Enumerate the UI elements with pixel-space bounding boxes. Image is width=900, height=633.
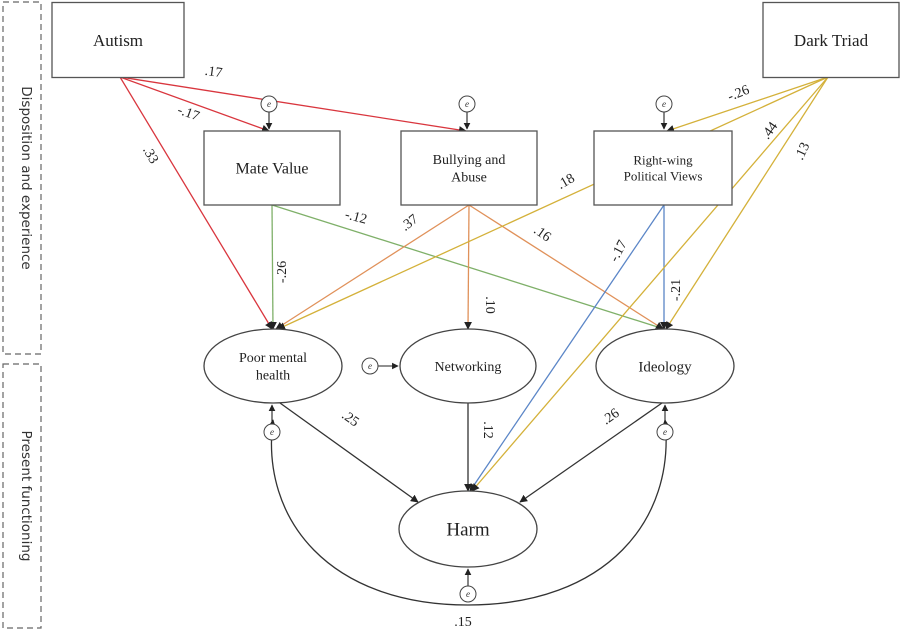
error-terms: e e e e e e e bbox=[260, 95, 674, 603]
node-label: health bbox=[256, 369, 290, 384]
error-circle bbox=[459, 585, 477, 603]
group-frame-disposition bbox=[2, 1, 42, 355]
coef-bullying-to-poor_mental_health: .37 bbox=[398, 212, 421, 235]
node-label: Harm bbox=[446, 520, 489, 541]
covariance-arc bbox=[268, 419, 670, 606]
error-symbol: e bbox=[663, 427, 667, 437]
observed-variable-box bbox=[762, 1, 900, 79]
node-mate-value: Mate Value bbox=[203, 130, 341, 206]
path-dark_triad-to-ideology bbox=[665, 76, 829, 330]
path-dark_triad-to-poor_mental_health bbox=[277, 76, 829, 330]
observed-variable-box bbox=[203, 130, 341, 206]
error-term-bullying: e bbox=[458, 95, 476, 130]
node-autism: Autism bbox=[51, 1, 185, 79]
coef-right_wing-to-harm: -.17 bbox=[607, 238, 631, 265]
coef-autism-to-mate_value: -.17 bbox=[175, 103, 201, 125]
coef-ideology-to-harm: .26 bbox=[600, 406, 623, 428]
coef-dark_triad-to-harm: .44 bbox=[759, 120, 781, 143]
coef-bullying-to-ideology: .16 bbox=[531, 223, 554, 245]
node-label: Autism bbox=[93, 31, 143, 50]
error-term-poor-mental-health: e bbox=[263, 404, 281, 441]
group-present: Present functioning bbox=[2, 363, 42, 629]
error-term-mate-value: e bbox=[260, 95, 278, 130]
coef-right_wing-to-ideology: -.21 bbox=[669, 279, 684, 301]
path-bullying-to-ideology bbox=[468, 204, 664, 330]
node-label: Networking bbox=[435, 360, 502, 375]
path-bullying-to-poor_mental_health bbox=[275, 204, 470, 330]
node-label: Ideology bbox=[638, 359, 692, 375]
node-label: Bullying and bbox=[433, 153, 506, 168]
error-term-harm: e bbox=[459, 568, 477, 603]
coef-dark_triad-to-poor_mental_health: .18 bbox=[555, 171, 578, 193]
error-term-ideology: e bbox=[656, 404, 674, 441]
node-label: Political Views bbox=[624, 169, 703, 184]
node-ideology: Ideology bbox=[595, 328, 735, 404]
covariance-coef: .15 bbox=[454, 615, 472, 630]
error-symbol: e bbox=[270, 427, 274, 437]
node-label: Mate Value bbox=[235, 161, 308, 178]
group-frame-present bbox=[2, 363, 42, 629]
coef-dark_triad-to-ideology: .13 bbox=[792, 140, 813, 162]
path-autism-to-poor_mental_health bbox=[119, 76, 273, 330]
path-mate_value-to-poor_mental_health bbox=[269, 204, 277, 330]
error-circle bbox=[260, 95, 278, 113]
node-poor-mental-health: Poor mental health bbox=[203, 328, 343, 404]
coef-networking-to-harm: .12 bbox=[480, 421, 495, 439]
group-label-present: Present functioning bbox=[18, 431, 34, 562]
path-ideology-to-harm bbox=[519, 402, 663, 503]
edges bbox=[119, 76, 829, 606]
latent-variable-ellipse bbox=[398, 490, 538, 568]
error-term-right-wing: e bbox=[655, 95, 673, 130]
coef-bullying-to-networking: .10 bbox=[482, 296, 497, 314]
error-term-networking: e bbox=[361, 357, 399, 375]
coef-dark_triad-to-right_wing: -.26 bbox=[726, 83, 752, 105]
group-disposition: Disposition and experience bbox=[2, 1, 42, 355]
error-circle bbox=[656, 423, 674, 441]
latent-variable-ellipse bbox=[203, 328, 343, 404]
node-label: Poor mental bbox=[239, 351, 307, 366]
coef-mate_value-to-ideology: -.12 bbox=[343, 208, 368, 228]
node-label: Right-wing bbox=[633, 152, 693, 167]
coef-mate_value-to-poor_mental_health: -.26 bbox=[275, 261, 290, 283]
coef-autism-to-bullying: .17 bbox=[204, 64, 223, 81]
latent-variable-ellipse bbox=[595, 328, 735, 404]
path-autism-to-mate_value bbox=[119, 76, 270, 133]
error-symbol: e bbox=[368, 361, 372, 371]
node-dark-triad: Dark Triad bbox=[762, 1, 900, 79]
node-label: Dark Triad bbox=[794, 31, 869, 50]
error-circle bbox=[361, 357, 379, 375]
group-label-disposition: Disposition and experience bbox=[18, 86, 34, 269]
node-networking: Networking bbox=[399, 328, 537, 404]
error-symbol: e bbox=[662, 99, 666, 109]
error-circle bbox=[655, 95, 673, 113]
error-symbol: e bbox=[267, 99, 271, 109]
observed-variable-box bbox=[593, 130, 733, 206]
path-right_wing-to-harm bbox=[469, 204, 665, 492]
error-circle bbox=[263, 423, 281, 441]
node-label: Abuse bbox=[451, 171, 487, 186]
node-harm: Harm bbox=[398, 490, 538, 568]
path-bullying-to-networking bbox=[464, 204, 472, 330]
observed-variable-box bbox=[400, 130, 538, 206]
error-symbol: e bbox=[465, 99, 469, 109]
path-dark_triad-to-right_wing bbox=[666, 76, 829, 133]
observed-variable-box bbox=[51, 1, 185, 79]
coef-poor_mental_health-to-harm: .25 bbox=[339, 408, 362, 430]
path-autism-to-bullying bbox=[119, 76, 467, 134]
latent-variable-ellipse bbox=[399, 328, 537, 404]
error-circle bbox=[458, 95, 476, 113]
coef-autism-to-poor_mental_health: .33 bbox=[139, 144, 161, 167]
error-symbol: e bbox=[466, 589, 470, 599]
